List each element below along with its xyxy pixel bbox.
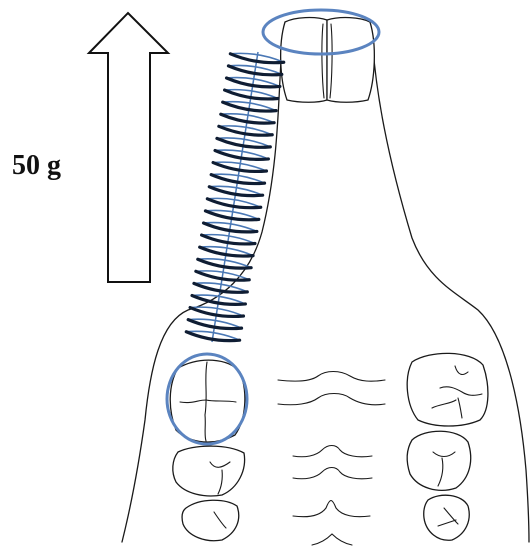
right-premolars [407, 431, 470, 540]
left-premolars [173, 446, 245, 541]
force-label: 50 g [12, 150, 61, 181]
palatal-rugae [278, 372, 385, 546]
right-first-molar [407, 353, 488, 426]
left-first-molar [170, 360, 245, 442]
central-incisors [281, 18, 375, 103]
force-arrow [89, 13, 168, 282]
